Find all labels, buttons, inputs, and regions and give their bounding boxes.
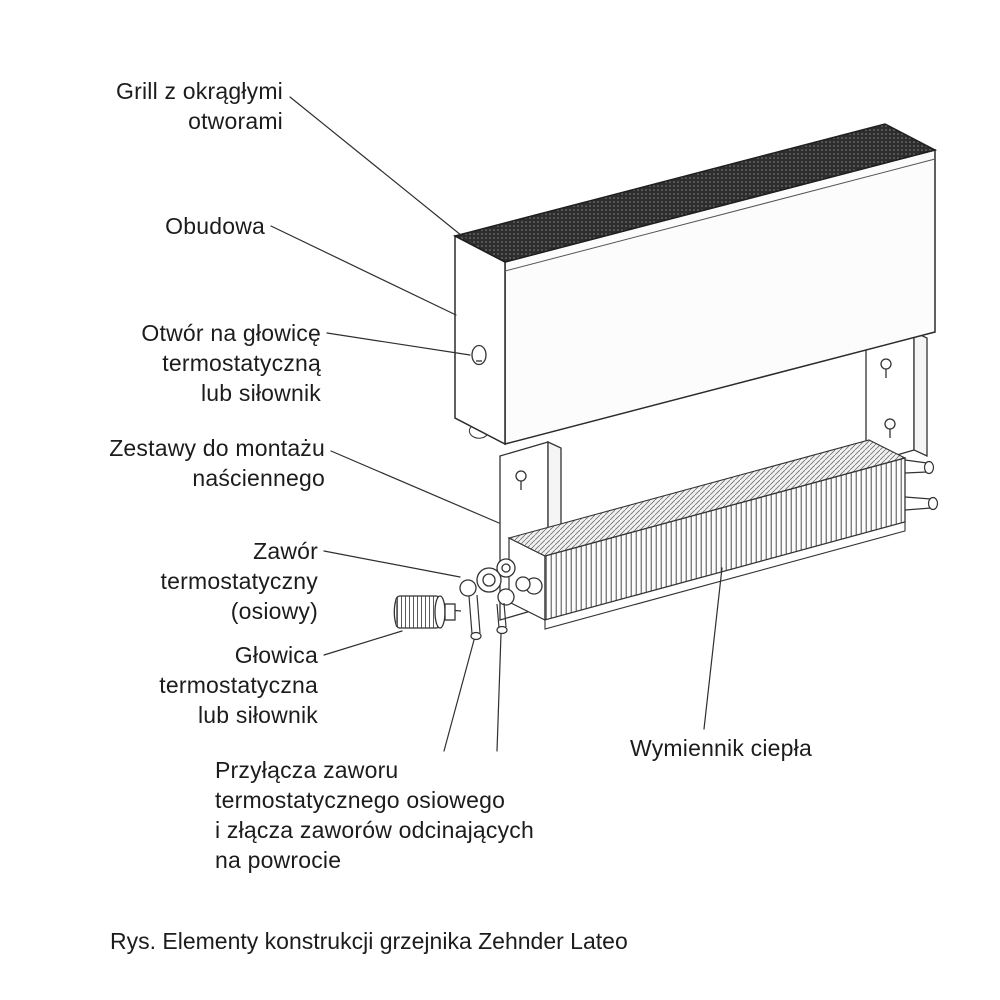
label-wymiennik-line-1: Wymiennik ciepła xyxy=(630,735,812,761)
grille-top-face xyxy=(452,123,938,263)
thermostatic-head xyxy=(393,595,456,629)
label-przylacza-line-1: Przyłącza zaworu xyxy=(215,757,399,783)
keyhole-slot-left xyxy=(515,470,527,490)
leader-wymiennik xyxy=(703,567,723,730)
label-przylacza-line-4: na powrocie xyxy=(215,847,342,873)
leader-przylacza-1 xyxy=(443,639,475,752)
leader-lines xyxy=(270,96,723,752)
label-przylacza: Przyłącza zaworu termostatycznego osiowe… xyxy=(215,755,575,875)
label-przylacza-line-2: termostatycznego osiowego xyxy=(215,787,506,813)
label-glowica-line-1: Głowica xyxy=(234,642,318,668)
label-przylacza-line-3: i złącza zaworów odcinających xyxy=(215,817,534,843)
label-zestawy-line-2: naściennego xyxy=(192,465,325,491)
leader-grill xyxy=(289,96,473,245)
label-otwor-line-1: Otwór na głowicę xyxy=(141,320,321,346)
label-glowica: Głowica termostatyczna lub siłownik xyxy=(88,640,318,730)
leader-glowica xyxy=(323,630,403,656)
label-zawor-line-1: Zawór xyxy=(253,538,318,564)
wall-bracket-right xyxy=(865,330,928,465)
leader-otwor xyxy=(326,332,471,356)
thermostat-hole xyxy=(471,344,487,366)
grille-lip-edge xyxy=(504,158,936,272)
label-grill: Grill z okrągłymi otworami xyxy=(73,76,283,136)
casing xyxy=(452,123,938,446)
label-glowica-line-2: termostatyczna xyxy=(159,672,318,698)
heat-exchanger xyxy=(507,439,939,630)
valve-connection-pipes xyxy=(468,594,508,641)
leader-obudowa xyxy=(270,225,457,316)
label-zestawy: Zestawy do montażu naściennego xyxy=(95,433,325,493)
exchanger-connections xyxy=(904,459,939,511)
casing-bottom-notch xyxy=(468,426,488,439)
label-wymiennik: Wymiennik ciepła xyxy=(630,733,870,763)
label-glowica-line-3: lub siłownik xyxy=(197,702,318,728)
label-otwor-line-2: termostatyczną xyxy=(162,350,321,376)
casing-left-face xyxy=(454,234,506,446)
label-grill-line-2: otworami xyxy=(188,108,283,134)
label-zawor-line-3: (osiowy) xyxy=(230,598,318,624)
exchanger-base-strip xyxy=(544,521,906,630)
leader-zawor xyxy=(323,550,461,578)
keyhole-slots-right xyxy=(880,358,896,438)
figure-caption: Rys. Elementy konstrukcji grzejnika Zehn… xyxy=(110,928,628,954)
label-zawor-line-2: termostatyczny xyxy=(160,568,318,594)
label-obudowa: Obudowa xyxy=(55,211,265,241)
thermostatic-valve xyxy=(448,558,543,612)
label-otwor: Otwór na głowicę termostatyczną lub siło… xyxy=(91,318,321,408)
leader-przylacza-2 xyxy=(496,633,502,752)
label-otwor-line-3: lub siłownik xyxy=(200,380,321,406)
label-obudowa-line-1: Obudowa xyxy=(165,213,265,239)
label-grill-line-1: Grill z okrągłymi xyxy=(116,78,283,104)
leader-zestawy xyxy=(330,450,500,524)
label-zestawy-line-1: Zestawy do montażu xyxy=(109,435,325,461)
label-zawor: Zawór termostatyczny (osiowy) xyxy=(88,536,318,626)
